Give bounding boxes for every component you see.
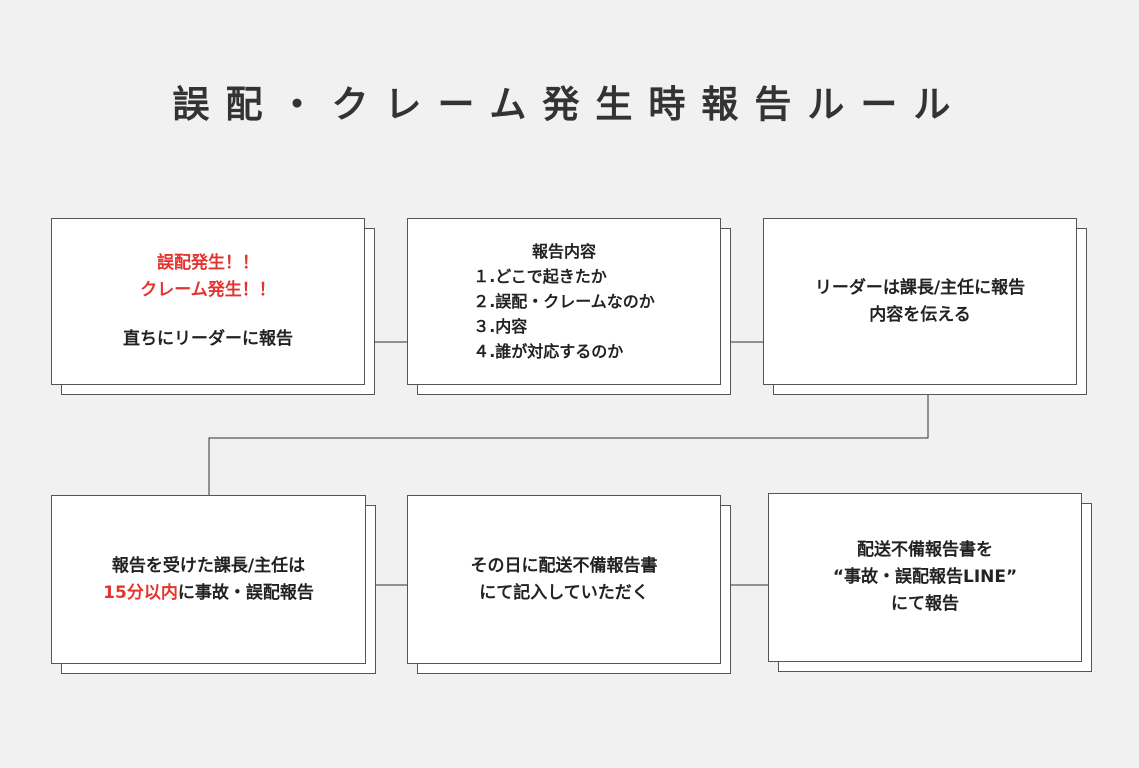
step-box-6: 配送不備報告書を “事故・誤配報告LINE” にて報告	[768, 493, 1092, 672]
report-heading: 報告内容	[531, 242, 596, 261]
leader-content-line: 内容を伝える	[869, 304, 971, 325]
manager-line: 報告を受けた課長/主任は	[111, 555, 306, 576]
page-title: 誤配・クレーム発生時報告ルール	[172, 83, 967, 126]
deadline-line: 15分以内に事故・誤配報告	[103, 580, 314, 607]
box-face: 誤配発生！！ クレーム発生！！ 直ちにリーダーに報告	[51, 218, 365, 385]
report-item: ４.誰が対応するのか	[473, 342, 624, 361]
box-face: 報告内容 １.どこで起きたか ２.誤配・クレームなのか ３.内容 ４.誰が対応す…	[407, 218, 721, 385]
line-report-1: 配送不備報告書を	[857, 540, 993, 560]
line-report-3: にて報告	[891, 594, 959, 614]
step-box-2: 報告内容 １.どこで起きたか ２.誤配・クレームなのか ３.内容 ４.誰が対応す…	[407, 218, 731, 395]
line-report-2: “事故・誤配報告LINE”	[832, 567, 1018, 587]
box-face: 配送不備報告書を “事故・誤配報告LINE” にて報告	[768, 493, 1082, 662]
report-item: １.どこで起きたか	[473, 267, 607, 286]
deadline-rest: に事故・誤配報告	[177, 582, 314, 603]
deadline-highlight: 15分以内	[103, 582, 178, 603]
report-items: １.どこで起きたか ２.誤配・クレームなのか ３.内容 ４.誰が対応するのか	[473, 264, 655, 364]
step-box-5: その日に配送不備報告書 にて記入していただく	[407, 495, 731, 674]
leader-report-line: リーダーは課長/主任に報告	[814, 277, 1026, 298]
report-item: ３.内容	[473, 317, 528, 336]
alert-misdelivery: 誤配発生！！	[157, 253, 259, 273]
form-line-2: にて記入していただく	[479, 582, 649, 603]
box-face: 報告を受けた課長/主任は 15分以内に事故・誤配報告	[51, 495, 366, 664]
alert-complaint: クレーム発生！！	[140, 280, 276, 300]
connector-3-4	[208, 385, 929, 495]
form-line-1: その日に配送不備報告書	[470, 555, 658, 576]
step-box-4: 報告を受けた課長/主任は 15分以内に事故・誤配報告	[51, 495, 376, 674]
step-box-3: リーダーは課長/主任に報告 内容を伝える	[763, 218, 1087, 395]
report-item: ２.誤配・クレームなのか	[473, 292, 655, 311]
box-face: リーダーは課長/主任に報告 内容を伝える	[763, 218, 1077, 385]
box-face: その日に配送不備報告書 にて記入していただく	[407, 495, 721, 664]
step-box-1: 誤配発生！！ クレーム発生！！ 直ちにリーダーに報告	[51, 218, 375, 395]
step-action: 直ちにリーダーに報告	[123, 329, 293, 349]
